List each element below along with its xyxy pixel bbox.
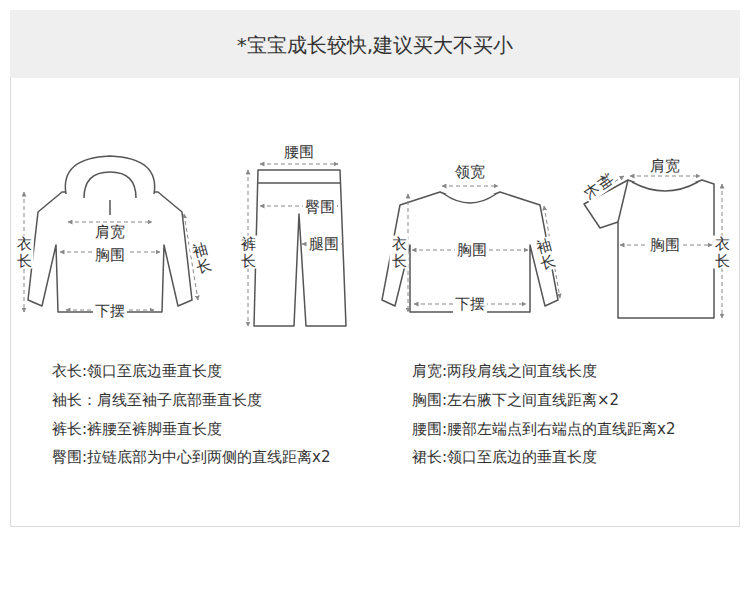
dimension-label: 肩宽: [93, 223, 127, 241]
dimension-label: 胸围: [648, 236, 682, 254]
definition-text: 肩宽:两段肩线之间直线长度: [412, 362, 597, 380]
definition-text: 裤长:裤腰至裤脚垂直长度: [52, 420, 222, 438]
definition-text: 衣长:领口至底边垂直长度: [52, 362, 222, 380]
dimension-label: 腿围: [307, 235, 341, 253]
dimension-label: 衣长: [713, 236, 732, 269]
dimension-label: 衣长: [15, 236, 34, 269]
dimension-label: 胸围: [455, 241, 489, 259]
definition-text: 袖长：肩线至袖子底部垂直长度: [52, 391, 262, 409]
definition-text: 裙长:领口至底边的垂直长度: [412, 448, 597, 466]
dimension-label: 臀围: [303, 198, 337, 216]
dimension-label: 腰围: [282, 143, 316, 161]
dimension-label: 衣长: [390, 236, 409, 269]
header-title: *宝宝成长较快,建议买大不买小: [237, 33, 513, 57]
definition-text: 腰围:腰部左端点到右端点的直线距离x2: [412, 420, 675, 438]
definition-text: 臀围:拉链底部为中心到两侧的直线距离x2: [52, 448, 330, 466]
definition-text: 胸围:左右腋下之间直线距离×2: [412, 391, 619, 409]
dimension-label: 肩宽: [648, 157, 682, 175]
dimension-label: 裤长: [239, 236, 258, 269]
dimension-label: 领宽: [453, 163, 487, 181]
dimension-label: 下摆: [93, 302, 127, 320]
dimension-label: 下摆: [453, 295, 487, 313]
dimension-label: 胸围: [93, 246, 127, 264]
